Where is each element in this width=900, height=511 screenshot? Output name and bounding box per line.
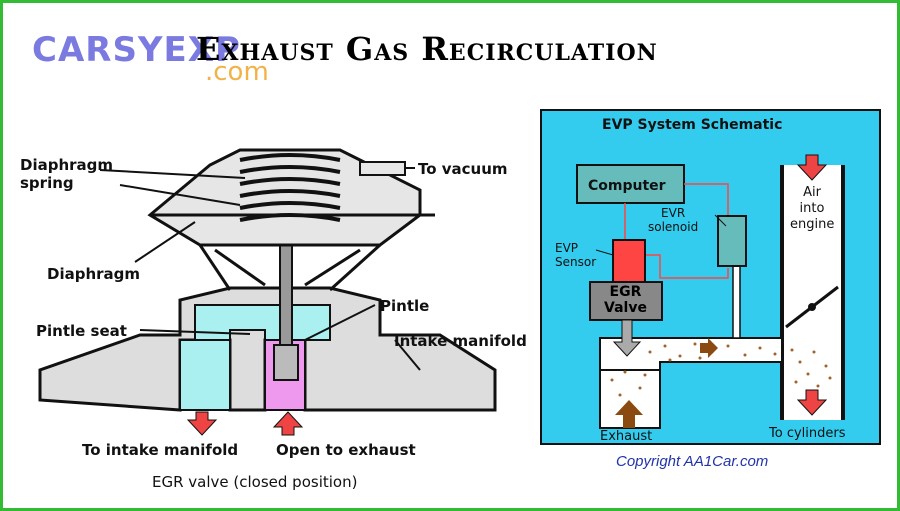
logo-suffix: .com bbox=[205, 57, 269, 87]
pintle-head bbox=[273, 344, 299, 381]
air-in-arrow bbox=[796, 154, 828, 181]
to-cylinders-arrow bbox=[796, 389, 828, 416]
exhaust-pipe bbox=[599, 369, 661, 429]
to-cylinders-label: To cylinders bbox=[769, 426, 846, 441]
computer-label: Computer bbox=[588, 178, 666, 194]
leader-evp-sensor bbox=[595, 249, 614, 256]
support-legs bbox=[198, 243, 382, 292]
exhaust-particles bbox=[610, 342, 832, 397]
leader-evr-solenoid bbox=[714, 214, 727, 227]
exhaust-up-arrow bbox=[615, 400, 643, 428]
egr-valve-label: EGR Valve bbox=[604, 284, 647, 316]
vacuum-nipple bbox=[359, 161, 406, 176]
carsyexp-logo: CARSYEXP .com bbox=[32, 30, 282, 87]
logo-wordmark: CARSYEXP bbox=[32, 30, 241, 70]
schematic-title: EVP System Schematic bbox=[602, 117, 783, 133]
exhaust-label: Exhaust bbox=[600, 429, 653, 444]
leader-diaphragm bbox=[134, 221, 196, 263]
leader-pintle bbox=[304, 304, 376, 341]
evp-sensor-box bbox=[612, 239, 646, 283]
diaphragm-spring bbox=[239, 153, 341, 222]
evp-sensor-label: EVP Sensor bbox=[555, 241, 597, 269]
to-intake-arrow bbox=[186, 411, 218, 436]
label-to-intake-manifold: To intake manifold bbox=[82, 441, 239, 459]
leader-spring bbox=[99, 169, 246, 179]
vacuum-line bbox=[732, 264, 741, 339]
egr-right-arrow bbox=[700, 338, 718, 358]
leader-intake-manifold bbox=[394, 339, 421, 371]
throttle-pivot bbox=[808, 303, 816, 311]
label-to-vacuum: To vacuum bbox=[418, 160, 508, 178]
leader-pintle-seat bbox=[139, 329, 251, 335]
air-into-engine-label: Air into engine bbox=[790, 185, 835, 232]
valve-caption: EGR valve (closed position) bbox=[152, 473, 358, 491]
label-diaphragm: Diaphragm bbox=[47, 265, 141, 283]
label-diaphragm-spring: Diaphragm spring bbox=[20, 156, 114, 192]
label-pintle: Pintle bbox=[380, 297, 430, 315]
label-open-to-exhaust: Open to exhaust bbox=[276, 441, 416, 459]
evr-solenoid-label: EVR solenoid bbox=[648, 206, 699, 234]
label-intake-manifold: Intake manifold bbox=[394, 332, 527, 350]
egr-flow-arrow bbox=[612, 319, 642, 357]
signal-wires bbox=[624, 183, 729, 279]
label-pintle-seat: Pintle seat bbox=[36, 322, 127, 340]
leader-spring-2 bbox=[119, 184, 241, 206]
diagram-title: Exhaust Gas Recirculation bbox=[196, 30, 658, 68]
evr-solenoid-box bbox=[717, 215, 747, 267]
open-to-exhaust-arrow bbox=[272, 411, 304, 436]
copyright-notice: Copyright AA1Car.com bbox=[616, 453, 769, 470]
diaphragm-housing bbox=[147, 148, 422, 247]
valve-chamber bbox=[194, 304, 331, 341]
